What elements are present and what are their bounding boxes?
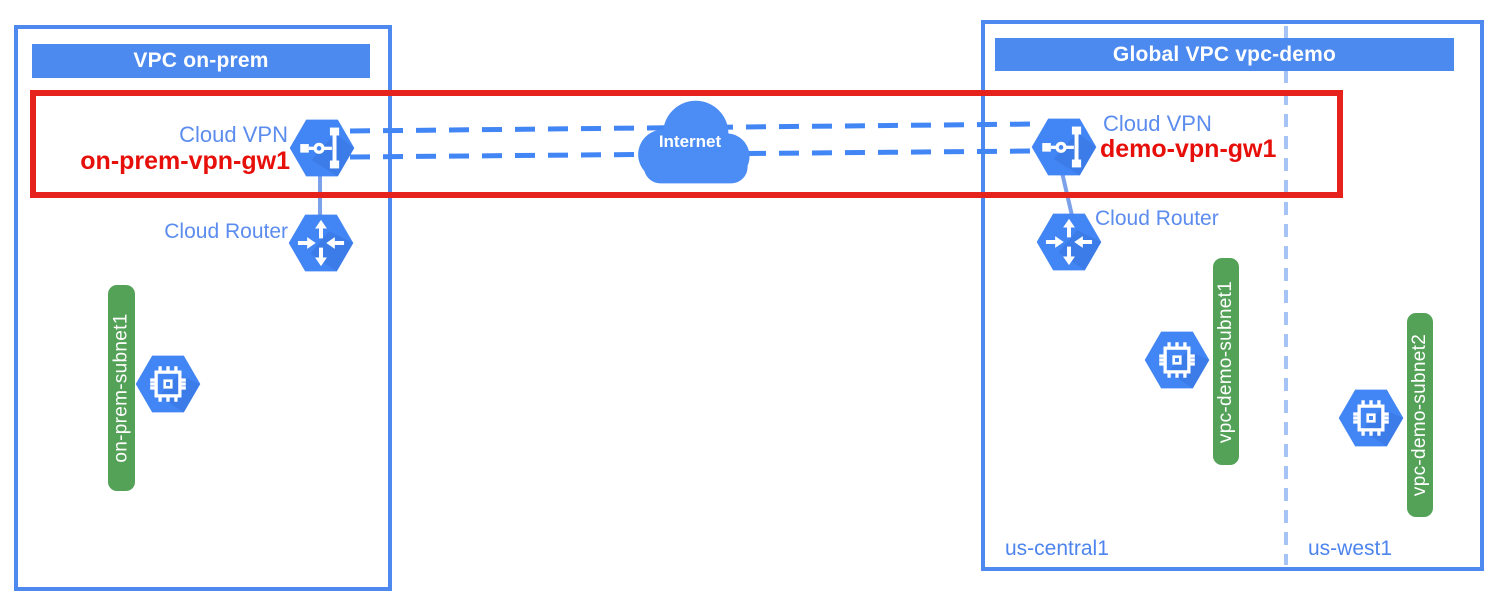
internet-label: Internet xyxy=(658,132,722,151)
cloud-router-icon xyxy=(288,214,354,272)
subnet-bar-vpc-demo-1: vpc-demo-subnet1 xyxy=(1213,258,1239,465)
cloud-router-icon xyxy=(1036,213,1102,271)
vpc-demo-box xyxy=(981,20,1484,571)
vpn-highlight-rectangle xyxy=(30,90,1343,198)
vpn-gateway-name-right: demo-vpn-gw1 xyxy=(1100,135,1277,163)
compute-instance-icon xyxy=(135,355,201,413)
vpn-gateway-name-left: on-prem-vpn-gw1 xyxy=(80,147,290,175)
vpc-on-prem-banner: VPC on-prem xyxy=(32,44,370,78)
cloud-vpn-label-left: Cloud VPN xyxy=(179,122,288,147)
region-label-us-central1: us-central1 xyxy=(1005,537,1109,560)
cloud-router-label-right: Cloud Router xyxy=(1095,207,1219,230)
subnet-bar-on-prem: on-prem-subnet1 xyxy=(108,285,135,491)
subnet-label: vpc-demo-subnet1 xyxy=(1215,280,1237,443)
region-label-us-west1: us-west1 xyxy=(1308,537,1393,560)
subnet-label: on-prem-subnet1 xyxy=(110,313,132,463)
vpc-on-prem-box xyxy=(14,25,392,591)
compute-instance-icon xyxy=(1338,389,1404,447)
compute-instance-icon xyxy=(1144,331,1210,389)
cloud-vpn-label-right: Cloud VPN xyxy=(1103,111,1212,136)
vpc-demo-title: Global VPC vpc-demo xyxy=(1112,42,1337,66)
cloud-router-label-left: Cloud Router xyxy=(164,220,288,243)
vpc-on-prem-title: VPC on-prem xyxy=(133,49,269,72)
subnet-label: vpc-demo-subnet2 xyxy=(1409,333,1431,497)
vpc-demo-banner: Global VPC vpc-demo xyxy=(995,38,1454,71)
subnet-bar-vpc-demo-2: vpc-demo-subnet2 xyxy=(1407,313,1433,517)
